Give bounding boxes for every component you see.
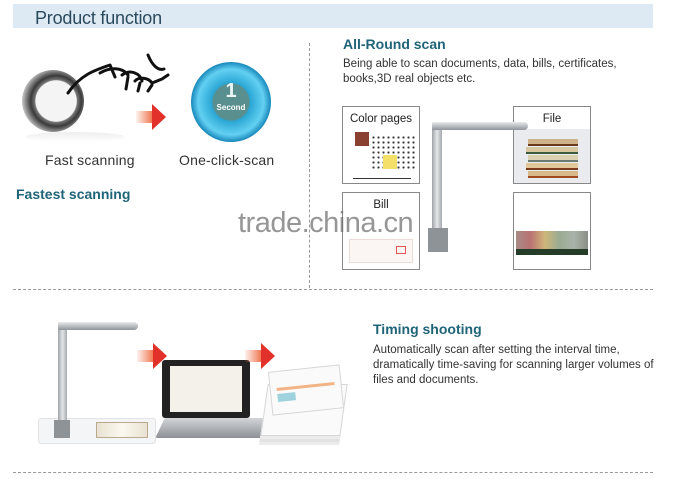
document-camera-icon [420, 120, 530, 255]
fastest-scanning-title: Fastest scanning [16, 186, 131, 202]
arrow-right-icon [136, 104, 166, 130]
tile-color-pages: Color pages [342, 106, 420, 184]
pointing-hand-icon [66, 53, 170, 95]
all-round-scan-title: All-Round scan [343, 36, 446, 52]
document-stack-icon [260, 360, 350, 440]
vertical-divider [309, 43, 310, 288]
fast-scanning-caption: Fast scanning [45, 152, 135, 168]
tile-label: File [542, 113, 562, 125]
tile-label: Bill [373, 199, 389, 211]
timing-shooting-description: Automatically scan after setting the int… [373, 344, 654, 386]
object-thumbnail [516, 231, 588, 253]
press-button-icon [22, 70, 84, 132]
watermark: trade.china.cn [238, 207, 414, 239]
timing-shooting-title: Timing shooting [373, 321, 482, 337]
open-book-icon [96, 422, 148, 438]
bill-thumbnail [349, 239, 413, 263]
all-round-scan-description: Being able to scan documents, data, bill… [343, 58, 617, 85]
section-header-bar: Product function [13, 4, 653, 28]
tile-file: File [513, 106, 591, 184]
books-stack-icon [514, 129, 590, 183]
one-click-scan-caption: One-click-scan [179, 152, 275, 168]
page-title: Product function [35, 8, 162, 28]
timer-dial-icon: 1 Second [191, 62, 271, 142]
color-photo-thumbnail [355, 132, 369, 146]
laptop-icon [155, 360, 279, 442]
timer-number: 1 [225, 80, 237, 102]
tile-3d-object [513, 192, 591, 270]
tile-label: Color pages [349, 113, 412, 125]
horizontal-divider-bottom [13, 472, 653, 473]
flower-thumbnail [383, 155, 397, 169]
tile-bill: Bill [342, 192, 420, 270]
timer-unit: Second [216, 103, 246, 112]
horizontal-divider-top [13, 289, 653, 290]
button-reflection [25, 132, 125, 142]
arrow-right-icon [245, 343, 275, 369]
document-camera-with-book-icon [38, 320, 158, 445]
